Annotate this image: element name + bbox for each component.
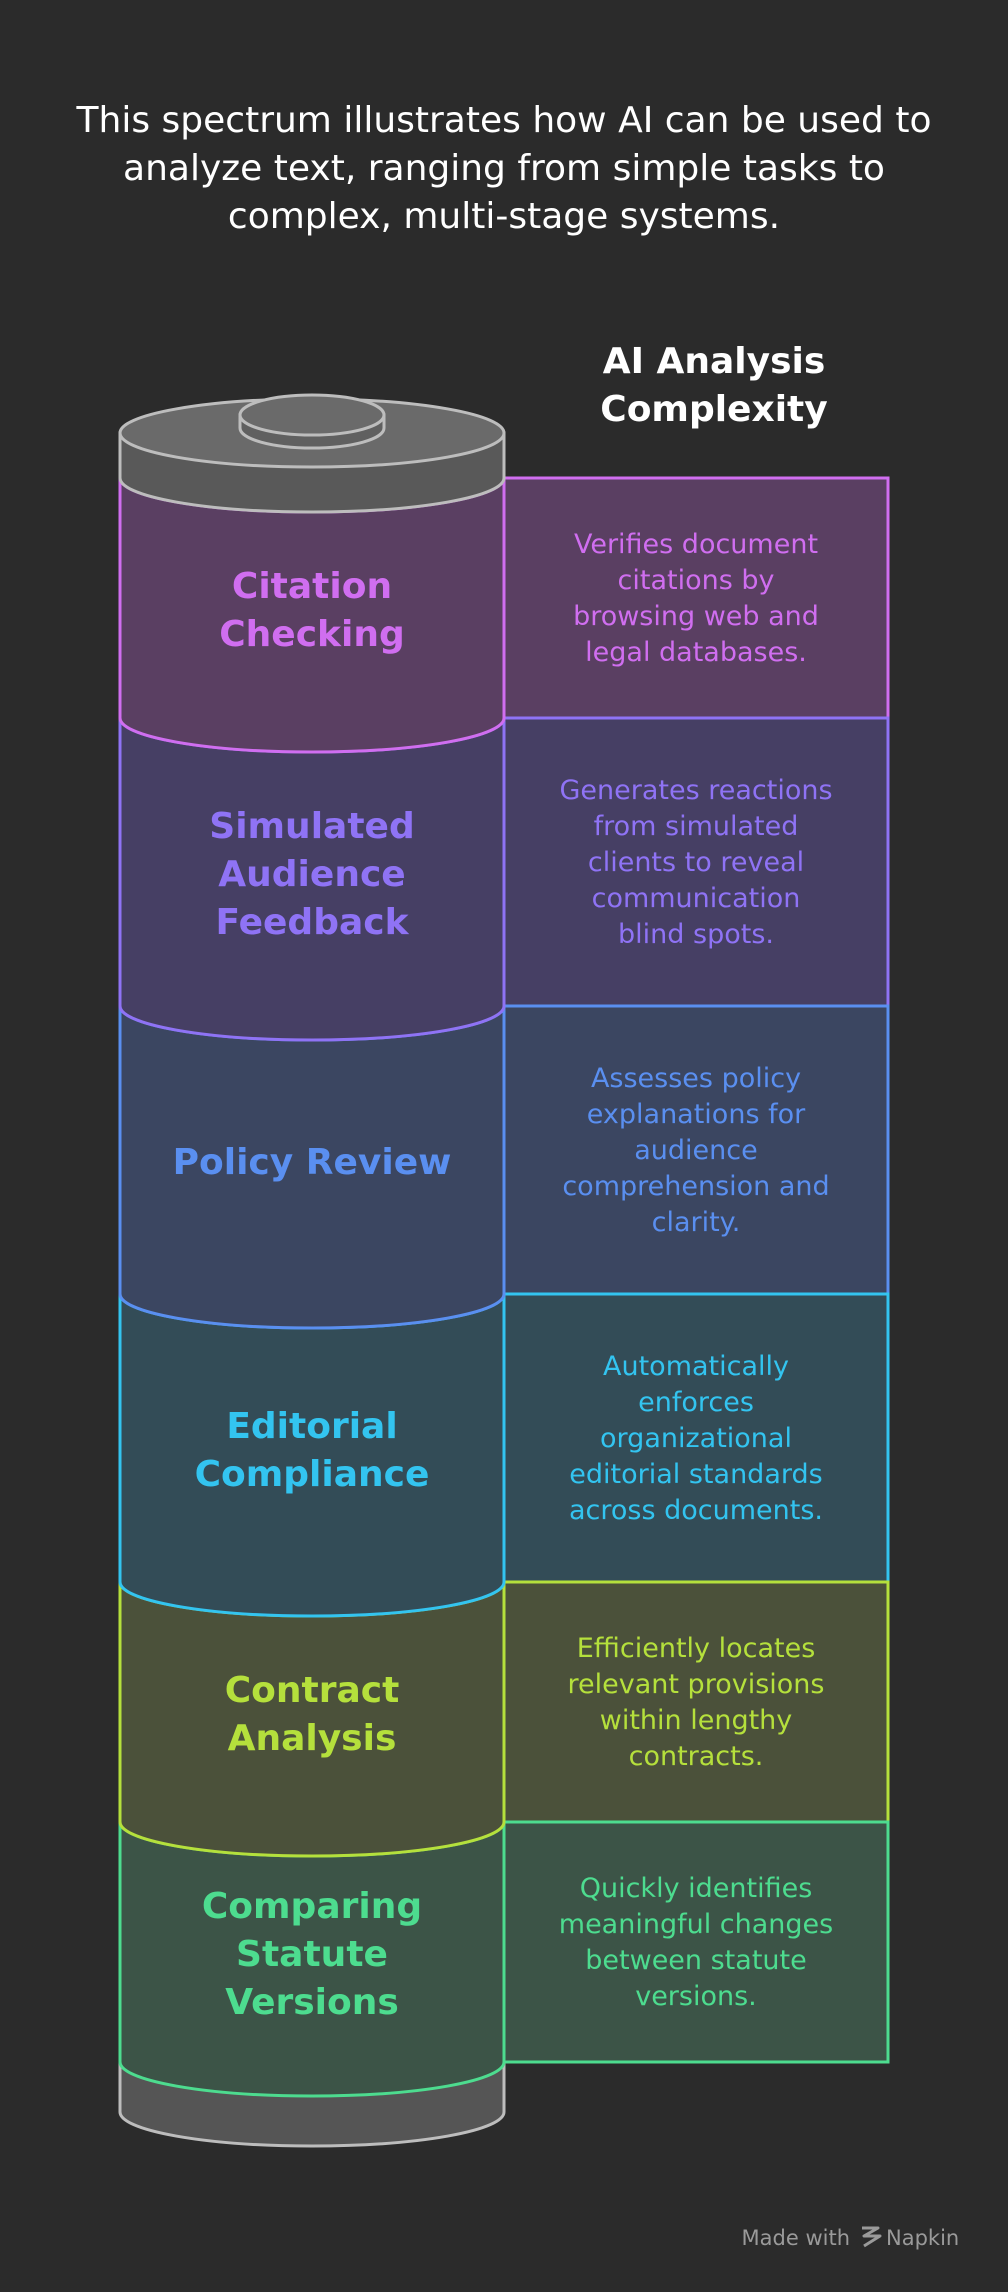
panel-description: clients to reveal: [588, 847, 804, 878]
caption-line: analyze text, ranging from simple tasks …: [123, 148, 885, 189]
stacked-cylinder: ComparingStatuteVersionsContractAnalysis…: [118, 393, 506, 2148]
segment-label: Comparing: [202, 1886, 422, 1927]
panel-description: clarity.: [652, 1207, 741, 1238]
napkin-logo-icon: [862, 2226, 882, 2248]
top-knob-face: [238, 393, 386, 437]
panel-description: Generates reactions: [559, 775, 832, 806]
segment-label: Citation: [232, 566, 392, 607]
segment-policy-review: Policy Review: [118, 1005, 506, 1330]
panel-box: [502, 1580, 890, 1824]
cylinder-top-cap: [118, 393, 506, 514]
panel-box: [502, 716, 890, 1008]
panel-box: [502, 1292, 890, 1584]
panel-contract-analysis: Efficiently locates relevant provisions wi…: [502, 1580, 890, 1824]
panel-description: legal databases.: [585, 637, 807, 668]
panel-description: communication: [592, 883, 801, 914]
panel-description: browsing web and: [573, 601, 819, 632]
panel-description: comprehension and: [562, 1171, 829, 1202]
caption-line: complex, multi-stage systems.: [228, 196, 780, 237]
panel-description: Verifies document: [574, 529, 818, 560]
panel-editorial-compliance: Automatically enforces organizational edito…: [502, 1292, 890, 1584]
description-panels: Verifies document citations by browsing we…: [502, 476, 890, 2064]
caption: This spectrum illustrates how AI can be …: [76, 100, 932, 237]
panel-description: editorial standards: [569, 1459, 822, 1490]
panel-description: enforces: [638, 1387, 754, 1418]
footer-attribution: Made with Napkin: [742, 2226, 960, 2250]
legend-title-line: AI Analysis: [603, 341, 826, 382]
made-with-text: Made with: [742, 2226, 850, 2250]
panel-citation-checking: Verifies document citations by browsing we…: [502, 476, 890, 720]
panel-simulated-audience-feedback: Generates reactions from simulated clients…: [502, 716, 890, 1008]
panel-description: explanations for: [587, 1099, 806, 1130]
panel-description: within lengthy: [600, 1705, 793, 1736]
panel-description: relevant provisions: [568, 1669, 825, 1700]
segment-label: Editorial: [226, 1406, 397, 1447]
segment-label: Analysis: [228, 1718, 397, 1759]
legend-title-line: Complexity: [600, 389, 827, 430]
napkin-brand-text: Napkin: [886, 2226, 959, 2250]
segment-label: Simulated: [209, 806, 414, 847]
panel-policy-review: Assesses policy explanations for audience c…: [502, 1004, 890, 1296]
segment-label: Contract: [225, 1670, 400, 1711]
panel-comparing-statute-versions: Quickly identifies meaningful changes betw…: [502, 1820, 890, 2064]
panel-description: blind spots.: [618, 919, 774, 950]
panel-description: Quickly identifies: [580, 1873, 813, 1904]
panel-box: [502, 1820, 890, 2064]
segment-label: Statute: [236, 1934, 388, 1975]
segment-label: Audience: [218, 854, 405, 895]
segment-label: Feedback: [215, 902, 409, 943]
panel-description: between statute: [585, 1945, 806, 1976]
segment-label: Checking: [219, 614, 404, 655]
panel-description: contracts.: [629, 1741, 764, 1772]
panel-description: across documents.: [569, 1495, 823, 1526]
panel-box: [502, 476, 890, 720]
panel-description: from simulated: [594, 811, 799, 842]
segment-label: Compliance: [195, 1454, 430, 1495]
panel-description: Efficiently locates: [577, 1633, 816, 1664]
panel-description: audience: [634, 1135, 757, 1166]
caption-line: This spectrum illustrates how AI can be …: [76, 100, 932, 141]
panel-description: citations by: [618, 565, 775, 596]
panel-description: meaningful changes: [559, 1909, 833, 1940]
panel-box: [502, 1004, 890, 1296]
panel-description: organizational: [600, 1423, 792, 1454]
panel-description: Assesses policy: [591, 1063, 801, 1094]
segment-label: Policy Review: [173, 1142, 452, 1183]
panel-description: Automatically: [603, 1351, 789, 1382]
segment-label: Versions: [225, 1982, 399, 2023]
panel-description: versions.: [635, 1981, 757, 2012]
